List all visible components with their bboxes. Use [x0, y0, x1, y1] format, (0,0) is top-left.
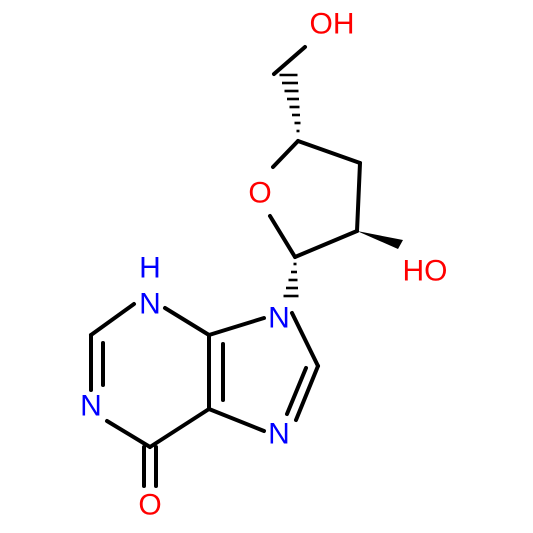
- atom-n1: N: [80, 390, 102, 423]
- atom-n7: N: [268, 418, 290, 451]
- bond-c8-n7-double: [285, 366, 308, 416]
- bond-n3-c2: [89, 302, 136, 337]
- bond-c4-oring: [271, 139, 300, 169]
- atom-n3-hydrogen: H: [139, 252, 161, 285]
- bond-c4-c3: [296, 139, 362, 165]
- stereo-bonds: [279, 73, 403, 298]
- hashed-wedge-c4-ch2: [279, 73, 301, 133]
- bonds: [89, 45, 362, 488]
- atom-oh-right: HO: [403, 255, 448, 288]
- bond-n9-c8: [290, 311, 320, 368]
- bond-c2-c1: [293, 229, 359, 259]
- atom-o-ring: O: [248, 177, 271, 210]
- atom-oh-top: OH: [310, 8, 355, 41]
- bond-c8-n7: [294, 364, 320, 422]
- atom-n3: N: [139, 288, 161, 321]
- bond-oh-ch2: [272, 45, 307, 76]
- atom-n9: N: [268, 302, 290, 335]
- bond-c6-c5: [148, 407, 211, 449]
- bond-c4-n9: [207, 316, 266, 337]
- bond-c3-c2: [355, 161, 362, 233]
- bond-oring-c1: [268, 214, 297, 259]
- bond-c4-n3: [163, 306, 211, 337]
- bond-n1-c6: [105, 419, 152, 449]
- hashed-wedge-c1-n9: [283, 262, 299, 298]
- atom-o-carbonyl: O: [138, 489, 161, 522]
- atom-labels: OH O HO N H N N N O: [80, 8, 447, 522]
- bond-n7-c5: [207, 407, 266, 433]
- bold-wedge-c2-oh: [357, 231, 403, 249]
